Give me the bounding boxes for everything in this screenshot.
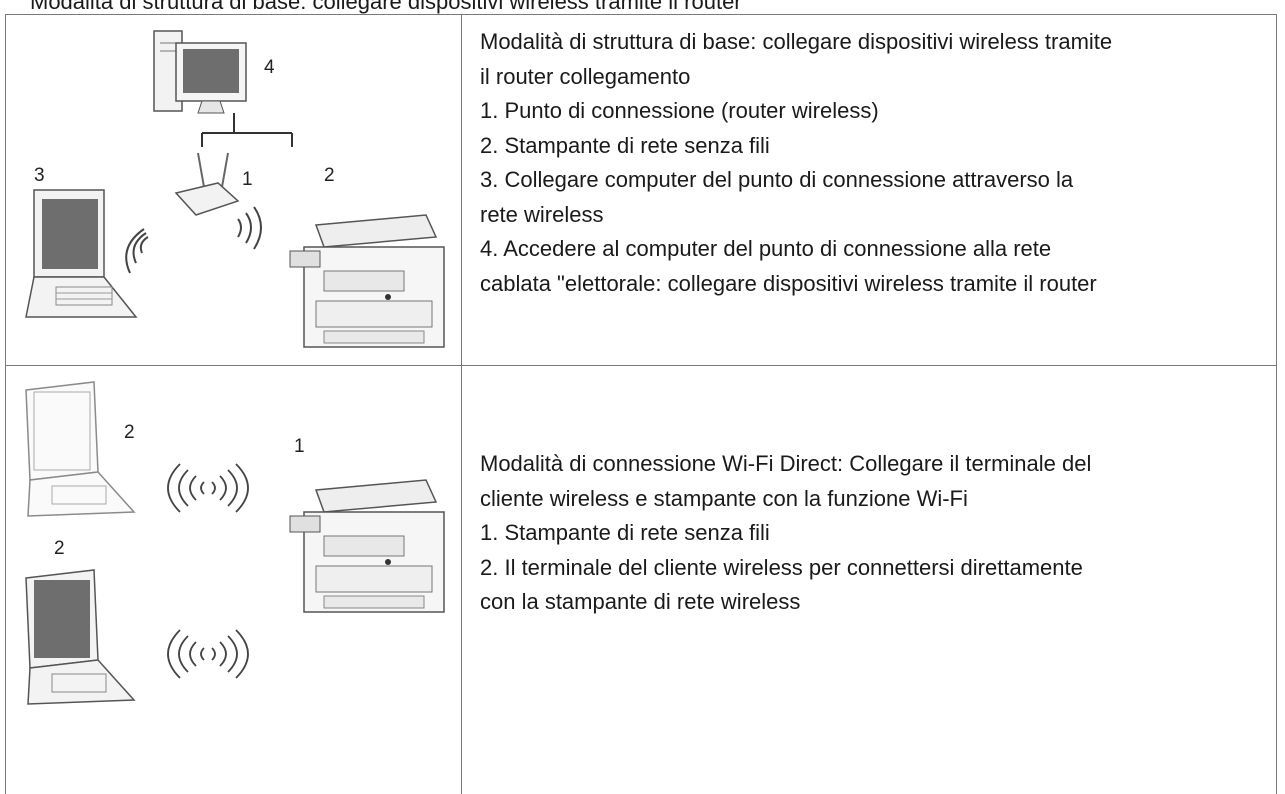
printer-icon <box>290 215 444 347</box>
desktop-computer-icon <box>154 31 246 113</box>
laptop-icon <box>26 570 134 704</box>
table-row: 4 1 <box>6 15 1277 366</box>
description-line: cliente wireless e stampante con la funz… <box>480 482 1276 517</box>
printer-icon <box>290 480 444 612</box>
laptop-icon <box>26 382 134 516</box>
device-label-3: 3 <box>34 165 45 186</box>
wired-network-line <box>202 113 292 147</box>
description-line: Modalità di connessione Wi-Fi Direct: Co… <box>480 447 1276 482</box>
device-label-2: 2 <box>324 165 335 186</box>
wireless-signal-icon <box>126 229 148 273</box>
laptop-icon <box>26 190 136 317</box>
device-label-2: 2 <box>54 538 65 559</box>
wifi-direct-mode-description: Modalità di connessione Wi-Fi Direct: Co… <box>462 366 1277 794</box>
description-line: 1. Stampante di rete senza fili <box>480 516 1276 551</box>
description-line: cablata "elettorale: collegare dispositi… <box>480 267 1276 302</box>
wifi-direct-diagram: 2 2 <box>6 366 461 713</box>
device-label-1: 1 <box>242 169 253 190</box>
description-line: rete wireless <box>480 198 1276 233</box>
description-line: con la stampante di rete wireless <box>480 585 1276 620</box>
description-line: 1. Punto di connessione (router wireless… <box>480 94 1276 129</box>
description-line: il router collegamento <box>480 60 1276 95</box>
wireless-signal-icon <box>168 464 248 512</box>
description-line: 4. Accedere al computer del punto di con… <box>480 232 1276 267</box>
description-line: Modalità di struttura di base: collegare… <box>480 25 1276 60</box>
device-label-4: 4 <box>264 57 275 78</box>
wifi-direct-illustration-cell: 2 2 <box>6 366 462 794</box>
wireless-router-icon <box>176 153 238 215</box>
wireless-signal-icon <box>238 207 261 249</box>
infrastructure-mode-diagram: 4 1 <box>6 15 461 355</box>
description-line: 3. Collegare computer del punto di conne… <box>480 163 1276 198</box>
wireless-modes-table: 4 1 <box>5 14 1277 794</box>
wireless-signal-icon <box>168 630 248 678</box>
cut-off-header-text: Modalità di struttura di base: collegare… <box>30 0 742 15</box>
description-line: 2. Stampante di rete senza fili <box>480 129 1276 164</box>
device-label-2: 2 <box>124 422 135 443</box>
table-row: 2 2 <box>6 366 1277 794</box>
description-line: 2. Il terminale del cliente wireless per… <box>480 551 1276 586</box>
device-label-1: 1 <box>294 436 305 457</box>
infrastructure-mode-illustration-cell: 4 1 <box>6 15 462 366</box>
infrastructure-mode-description: Modalità di struttura di base: collegare… <box>462 15 1277 366</box>
